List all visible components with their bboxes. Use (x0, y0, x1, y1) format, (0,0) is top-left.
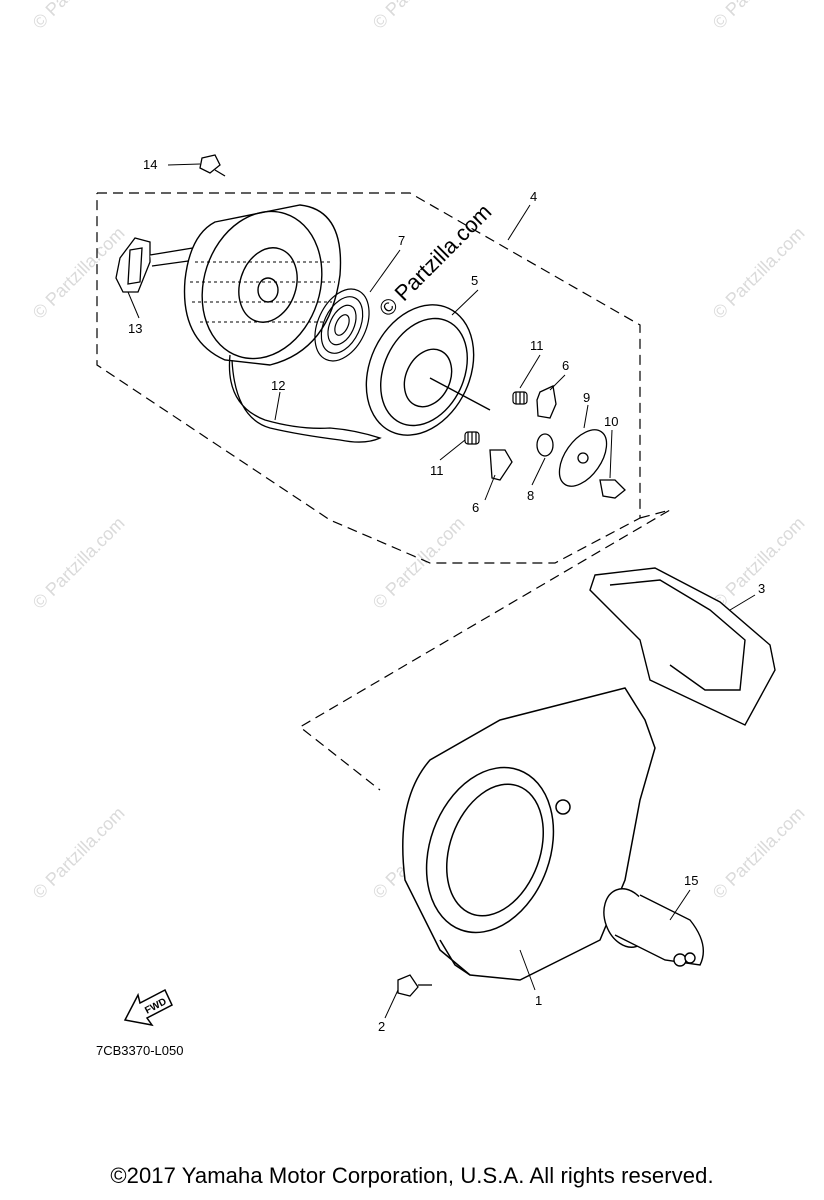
leader-lines (127, 163, 756, 1019)
part-number: 5 (471, 273, 478, 288)
watermark-layer: © Partzilla.com © Partzilla.com © Partzi… (29, 0, 809, 903)
drum-pulley-5 (365, 304, 491, 436)
watermark: © Partzilla.com (29, 803, 129, 903)
watermark: © Partzilla.com (29, 223, 129, 323)
spiral-spring-7 (314, 288, 370, 362)
part-number: 14 (143, 157, 157, 172)
bolt-14 (199, 154, 226, 177)
part-number: 1 (535, 993, 542, 1008)
part-number: 10 (604, 414, 618, 429)
pawl-6-lower (489, 449, 513, 481)
watermark: © Partzilla.com (709, 0, 809, 33)
part-labels: 14 4 7 5 13 11 6 12 9 10 11 8 6 3 15 1 2 (128, 157, 765, 1034)
cap-15 (603, 888, 704, 967)
bolt-10 (599, 479, 626, 499)
drive-plate-9 (558, 429, 608, 487)
spring-11-lower (464, 431, 480, 445)
diagram-code: 7CB3370-L050 (96, 1043, 184, 1058)
starter-rope-12 (228, 354, 382, 443)
copyright-notice: ©2017 Yamaha Motor Corporation, U.S.A. A… (110, 1163, 714, 1188)
part-number: 6 (472, 500, 479, 515)
part-number: 6 (562, 358, 569, 373)
fan-housing-1 (402, 687, 656, 981)
assembly-outline (96, 192, 671, 791)
cover-plate-3 (589, 567, 776, 726)
part-number: 4 (530, 189, 537, 204)
watermark: © Partzilla.com (29, 513, 129, 613)
washer-8 (536, 433, 554, 457)
bolt-2 (397, 974, 432, 997)
part-number: 9 (583, 390, 590, 405)
watermark: © Partzilla.com (709, 513, 809, 613)
part-number: 8 (527, 488, 534, 503)
starter-case (183, 204, 342, 366)
pawl-6-upper (536, 385, 557, 419)
part-number: 7 (398, 233, 405, 248)
fwd-arrow-icon: FWD (123, 988, 173, 1027)
part-number: 11 (430, 463, 444, 478)
watermark: © Partzilla.com (709, 223, 809, 323)
part-number: 13 (128, 321, 142, 336)
part-number: 15 (684, 873, 698, 888)
watermark: © Partzilla.com (29, 0, 129, 33)
watermark: © Partzilla.com (709, 803, 809, 903)
part-number: 3 (758, 581, 765, 596)
part-number: 2 (378, 1019, 385, 1034)
watermark: © Partzilla.com (369, 0, 469, 33)
part-number: 11 (530, 338, 544, 353)
spring-11-upper (512, 391, 528, 405)
part-number: 12 (271, 378, 285, 393)
